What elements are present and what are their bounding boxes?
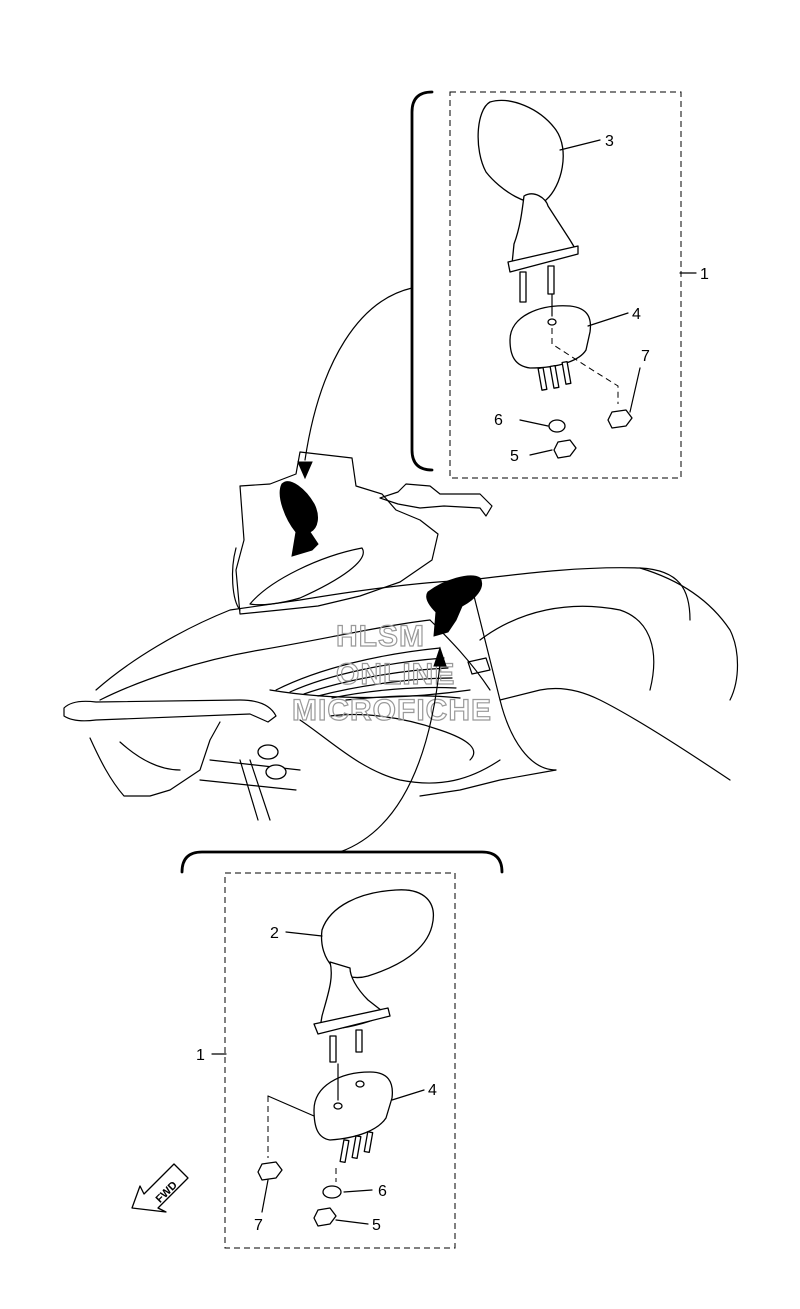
bottom-base-studs (339, 1131, 374, 1164)
bottom-mirror-foot (313, 1007, 391, 1035)
top-callout-7: 7 (641, 348, 650, 365)
top-mirror-head (477, 99, 564, 204)
bottom-callout-6: 6 (378, 1183, 387, 1200)
top-callout-6: 6 (494, 412, 503, 429)
left-mirror-on-vehicle (279, 481, 319, 557)
top-dashed-box (449, 91, 682, 479)
bottom-callout-1: 1 (196, 1047, 205, 1064)
svg-text:MICROFICHE: MICROFICHE (292, 694, 492, 727)
bottom-mirror-assembly: FWD 2 1 4 6 7 5 (131, 850, 504, 1249)
bottom-leader-arrow (339, 663, 441, 853)
bottom-base-pad (313, 1071, 394, 1141)
top-mirror-studs (519, 265, 555, 303)
hood (95, 567, 691, 691)
top-callout-5: 5 (510, 448, 519, 465)
hood-vents (269, 647, 471, 701)
top-base-studs (537, 360, 572, 391)
bottom-flange-nut-7 (257, 1161, 283, 1181)
front-bumper (63, 699, 277, 723)
fwd-arrow: FWD (131, 1163, 189, 1213)
bottom-callout-2: 2 (270, 925, 279, 942)
bottom-mirror-studs (329, 1029, 363, 1063)
bottom-callout-5: 5 (372, 1217, 381, 1234)
svg-text:HLSM: HLSM (336, 620, 425, 653)
bottom-callout-7: 7 (254, 1217, 263, 1234)
right-mirror-on-vehicle (426, 575, 482, 637)
bottom-group-bracket (180, 850, 504, 874)
bottom-callout-4: 4 (428, 1082, 437, 1099)
top-leader-arrow (304, 287, 413, 461)
front-suspension (199, 744, 301, 821)
top-callout-1: 1 (700, 266, 709, 283)
top-flange-nut-7 (607, 409, 633, 429)
watermark: HLSM ONLINE MICROFICHE (291, 619, 492, 727)
top-callout-3: 3 (605, 133, 614, 150)
top-mirror-assembly: 3 1 4 7 6 5 (410, 90, 709, 479)
bottom-dashed-box (224, 872, 456, 1249)
top-group-bracket (410, 90, 434, 472)
bottom-nut-5 (313, 1207, 337, 1227)
top-nut-5 (553, 439, 577, 459)
top-washer-6 (548, 419, 566, 433)
top-mirror-foot (507, 245, 579, 273)
top-callout-4: 4 (632, 306, 641, 323)
snowmobile-body: HLSM ONLINE MICROFICHE (63, 287, 739, 853)
top-base-pad (509, 305, 592, 369)
windshield (235, 451, 439, 615)
bottom-washer-6 (322, 1185, 342, 1199)
handlebar (379, 483, 493, 517)
